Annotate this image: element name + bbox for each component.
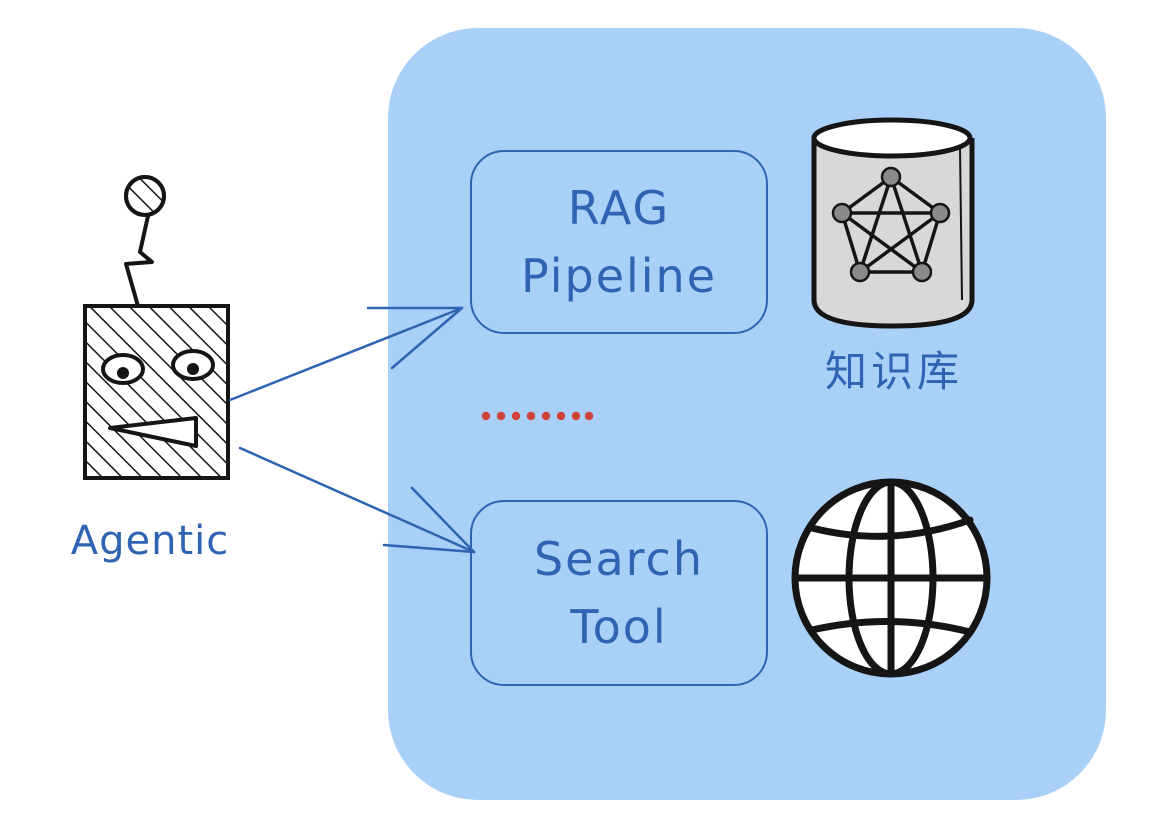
globe-icon [791, 478, 991, 678]
search-tool-label-line-1: Search [533, 532, 705, 586]
database-knowledge-graph-icon [811, 117, 975, 329]
robot-agent-icon [83, 175, 230, 480]
rag-pipeline-box: RAG Pipeline [470, 150, 768, 334]
rag-pipeline-label-line-2: Pipeline [520, 249, 718, 303]
knowledge-base-label: 知识库 [824, 347, 963, 396]
arrow-to-rag [228, 306, 464, 402]
rag-pipeline-label-line-1: RAG [567, 181, 671, 235]
search-tool-box: Search Tool [470, 500, 768, 686]
search-tool-label-line-2: Tool [570, 600, 668, 654]
arrow-to-search [238, 446, 476, 554]
agent-label: Agentic [70, 518, 230, 564]
more-tools-ellipsis [481, 411, 594, 421]
